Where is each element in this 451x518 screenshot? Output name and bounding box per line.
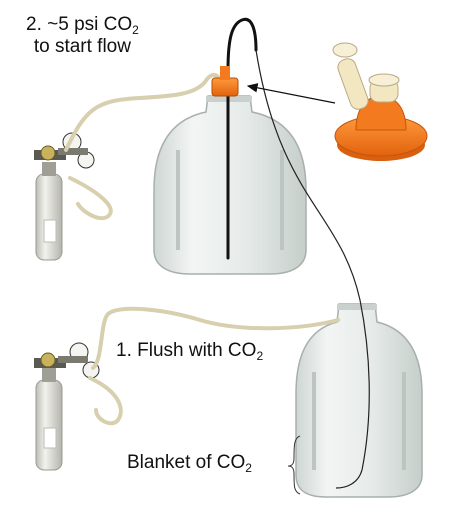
step2-line1-text: 2. ~5 psi CO bbox=[26, 14, 133, 35]
gas-tube-upper bbox=[64, 73, 222, 221]
carboy-lower bbox=[295, 303, 423, 498]
co2-tank-upper bbox=[34, 150, 66, 261]
blanket-subscript: 2 bbox=[245, 461, 252, 475]
orange-cap-fitting bbox=[211, 66, 239, 97]
step2-line1-subscript: 2 bbox=[132, 23, 139, 37]
transfer-tube bbox=[255, 49, 370, 489]
co2-tank-lower bbox=[34, 358, 66, 471]
step1-text: 1. Flush with CO bbox=[116, 340, 257, 361]
blanket-brace bbox=[287, 435, 301, 495]
step2-line2: to start flow bbox=[33, 36, 131, 57]
step2-label: 2. ~5 psi CO2 to start flow bbox=[26, 14, 139, 58]
gas-tube-lower bbox=[88, 306, 340, 426]
step1-label: 1. Flush with CO2 bbox=[116, 340, 263, 362]
carboy-upper bbox=[153, 95, 307, 275]
racking-cane bbox=[226, 17, 258, 260]
carboy-cap-inset bbox=[332, 42, 428, 161]
blanket-text: Blanket of CO bbox=[127, 452, 246, 473]
regulator-lower bbox=[40, 342, 100, 379]
callout-arrow bbox=[246, 83, 336, 104]
blanket-label: Blanket of CO2 bbox=[127, 452, 252, 474]
step2-line1: 2. ~5 psi CO2 bbox=[26, 14, 139, 36]
step1-subscript: 2 bbox=[256, 349, 264, 363]
